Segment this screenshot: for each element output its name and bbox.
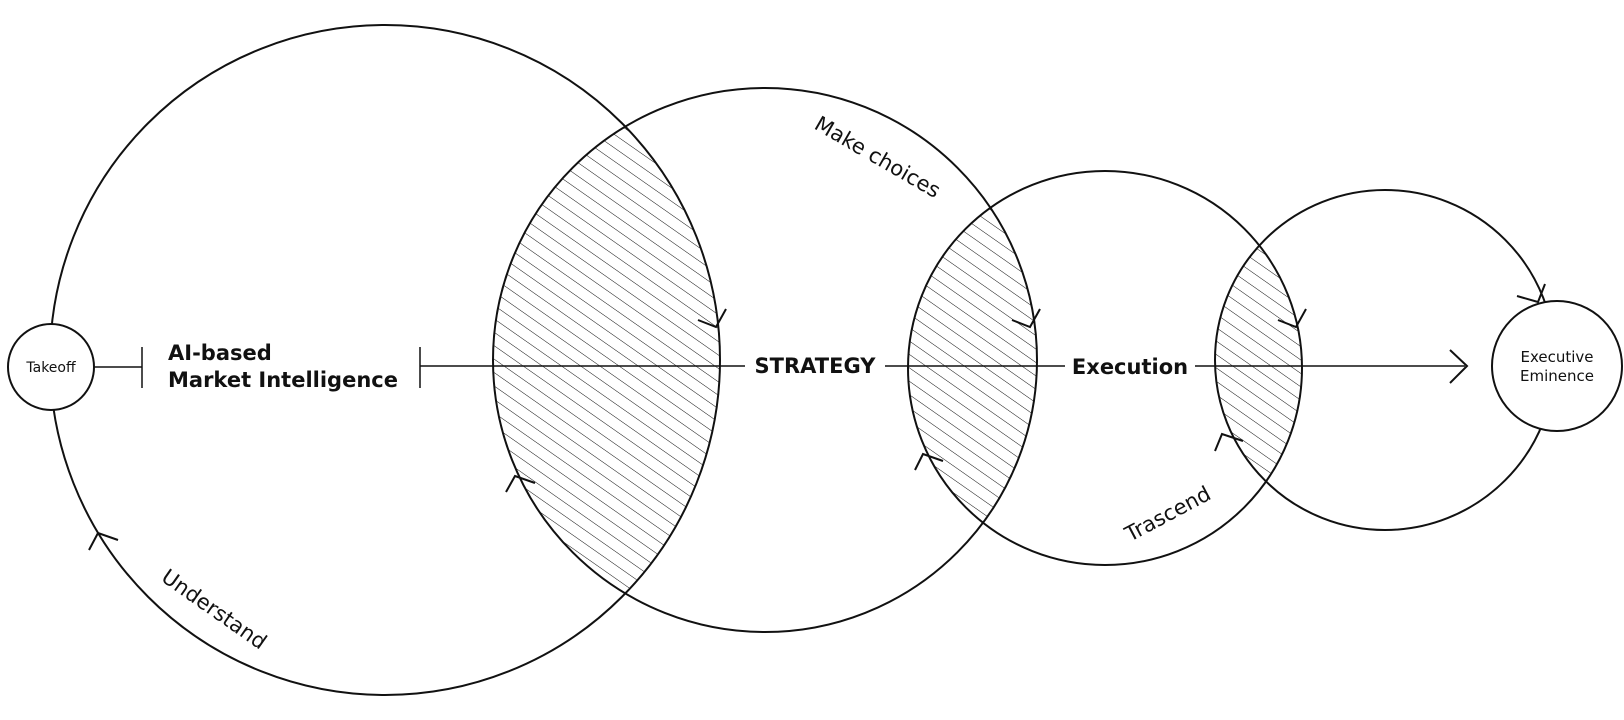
overlap-understand-strategy [493, 88, 720, 632]
ai-intelligence-label-line1: AI-based [168, 341, 272, 365]
eminence-label-line1: Executive [1520, 348, 1593, 366]
eminence-label-line2: Eminence [1520, 367, 1594, 385]
strategy-label: STRATEGY [755, 354, 877, 378]
flow-line [94, 347, 1465, 388]
takeoff-label: Takeoff [25, 360, 76, 376]
trascend-arrow [1214, 432, 1244, 452]
eminence-node [1491, 300, 1623, 432]
overlap-strategy-execution [908, 171, 1037, 565]
execution-exit-arrow [1011, 308, 1041, 329]
strategy-entry-arrow [505, 474, 536, 493]
execution-label: Execution [1072, 355, 1188, 379]
understand-arrow [88, 531, 119, 551]
flow-arrow-head [1449, 349, 1469, 384]
understand-label: Understand [157, 564, 271, 654]
make-choices-label: Make choices [811, 112, 945, 203]
strategy-exit-arrow [697, 308, 727, 329]
ai-intelligence-label-line2: Market Intelligence [168, 368, 398, 392]
execution-entry-arrow [914, 452, 944, 471]
strategy-circle [492, 87, 1038, 633]
eminence-loop-arrow [1516, 283, 1546, 304]
eminence-entry-arrow [1277, 308, 1307, 329]
trascend-label: Trascend [1120, 481, 1215, 546]
execution-circle [907, 170, 1303, 566]
